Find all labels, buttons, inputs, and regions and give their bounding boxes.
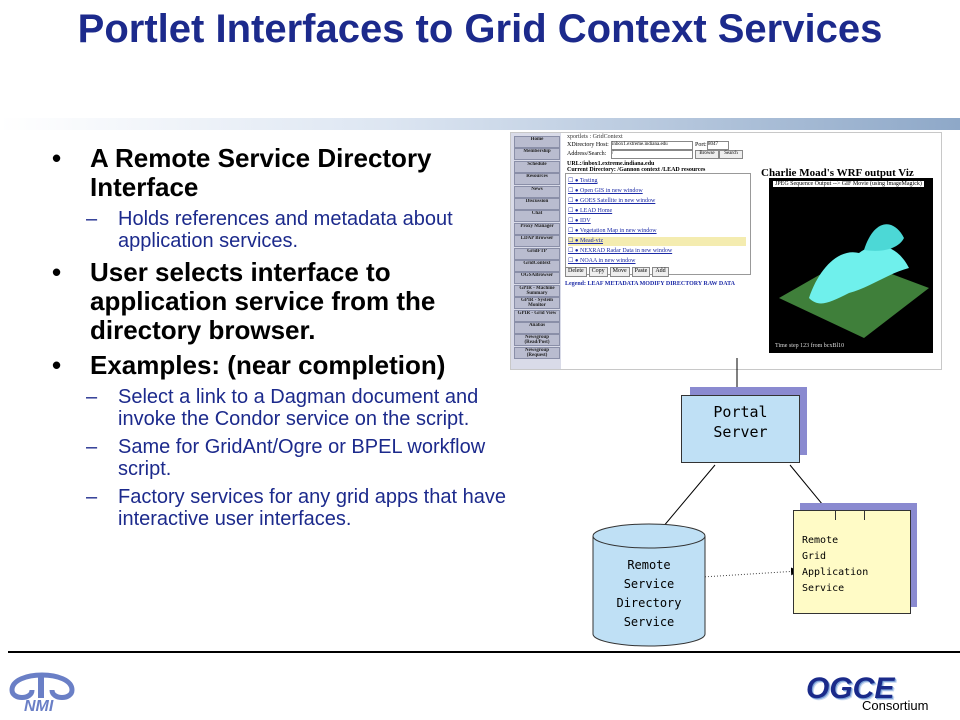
- arrow-directory-to-grid-app: [701, 567, 799, 578]
- nav-item[interactable]: News: [514, 185, 560, 198]
- sub-bullet-item: –Select a link to a Dagman document and …: [86, 386, 512, 430]
- nav-item[interactable]: Newsgroup (Read/Post): [514, 334, 560, 347]
- nav-item[interactable]: GPIR - Grid View: [514, 309, 560, 322]
- nav-item[interactable]: Home: [514, 136, 560, 148]
- nav-item[interactable]: LDAP Browser: [514, 235, 560, 248]
- nav-item[interactable]: Resources: [514, 173, 560, 186]
- viz-caption: JPEG Sequence Output --> GIF Movie (usin…: [773, 181, 924, 187]
- title-underline-bar: [0, 118, 960, 130]
- bullet-text: A Remote Service Directory Interface: [90, 143, 432, 202]
- nav-item[interactable]: Anabas: [514, 322, 560, 334]
- nav-item[interactable]: Chat: [514, 210, 560, 223]
- tree-item[interactable]: ☐ ● Mead-viz: [568, 237, 746, 246]
- host-input[interactable]: inbox1.extreme.indiana.edu: [611, 141, 693, 150]
- url-line: URL:/inbox1.extreme.indiana.edu: [567, 161, 655, 167]
- grid-app-box: Remote Grid Application Service: [793, 510, 911, 614]
- tree-item[interactable]: ☐ ● NEXRAD Radar Data in new window: [568, 248, 673, 254]
- browse-button[interactable]: Browse: [695, 150, 719, 159]
- address-label: Address/Search:: [567, 151, 607, 157]
- action-button[interactable]: Delete: [565, 267, 587, 277]
- viz-movie: JPEG Sequence Output --> GIF Movie (usin…: [769, 178, 933, 353]
- sub-bullet-item: –Holds references and metadata about app…: [86, 208, 512, 252]
- portlet-title: xportlets : GridContext: [567, 134, 623, 140]
- nav-item[interactable]: GridFTP: [514, 247, 560, 260]
- legend: Legend: LEAF METADATA MODIFY DIRECTORY R…: [565, 281, 736, 287]
- action-button[interactable]: Copy: [588, 267, 608, 277]
- bullet-item: •User selects interface to application s…: [52, 258, 512, 345]
- sub-bullet-text: Holds references and metadata about appl…: [118, 208, 453, 252]
- sub-bullet-item: –Factory services for any grid apps that…: [86, 486, 512, 530]
- slide-title: Portlet Interfaces to Grid Context Servi…: [77, 7, 883, 51]
- nav-item[interactable]: Discussion: [514, 198, 560, 210]
- sub-bullet-text: Same for GridAnt/Ogre or BPEL workflow s…: [118, 436, 486, 480]
- ogce-logo: OGCE: [806, 672, 895, 705]
- directory-label: Remote Service Directory Service: [616, 558, 682, 629]
- bullet-list: •A Remote Service Directory Interface –H…: [52, 138, 512, 531]
- bullet-item: •Examples: (near completion): [52, 350, 446, 380]
- nmi-logo-text: NMI: [24, 698, 54, 715]
- sub-bullet-text: Select a link to a Dagman document and i…: [118, 386, 479, 430]
- action-button[interactable]: Add: [652, 267, 669, 277]
- nav-item[interactable]: GridContext: [514, 260, 560, 272]
- nav-item[interactable]: Newsgroup (Request): [514, 346, 560, 359]
- nav-item[interactable]: GPIR - System Monitor: [514, 297, 560, 310]
- nav-item[interactable]: Proxy Manager: [514, 222, 560, 235]
- tree-item[interactable]: ☐ ● Vegetation Map in new window: [568, 228, 657, 234]
- port-input[interactable]: 8047: [707, 141, 729, 150]
- current-directory: Current Directory: /Gannon context /LEAD…: [567, 167, 706, 173]
- tree-item[interactable]: ☐ ● LEAD Home: [568, 208, 613, 214]
- tree-item[interactable]: ☐ ● GOES Satellite in new window: [568, 198, 656, 204]
- tree-item[interactable]: ☐ ● Testing: [568, 178, 598, 184]
- nav-item[interactable]: OGSABrowser: [514, 272, 560, 285]
- directory-cylinder: [592, 523, 706, 647]
- address-input[interactable]: /: [611, 150, 693, 159]
- tree-item[interactable]: ☐ ● Open GIS in new window: [568, 188, 643, 194]
- action-button[interactable]: Move: [609, 267, 630, 277]
- tree-item[interactable]: ☐ ● NOAA in new window: [568, 258, 636, 264]
- tree-item[interactable]: ☐ ● IDV: [568, 218, 591, 224]
- portal-server-box: Portal Server: [681, 395, 800, 463]
- nav-item[interactable]: Membership: [514, 148, 560, 161]
- bullet-item: •A Remote Service Directory Interface: [52, 144, 512, 202]
- host-label: XDirectory Host:: [567, 142, 609, 148]
- action-button[interactable]: Paste: [631, 267, 651, 277]
- consortium-label: Consortium: [862, 698, 929, 713]
- bullet-text: Examples: (near completion): [90, 350, 446, 380]
- bullet-text: User selects interface to application se…: [90, 257, 436, 345]
- port-label: Port:: [695, 142, 707, 148]
- sub-bullet-item: –Same for GridAnt/Ogre or BPEL workflow …: [86, 436, 512, 480]
- nav-item[interactable]: GPIR - Machine Summary: [514, 284, 560, 297]
- viz-timestep: Time step 123 from bcxBl10: [775, 343, 845, 349]
- footer-divider: [8, 651, 960, 653]
- search-button[interactable]: Search: [719, 150, 743, 159]
- nmi-logo: [9, 672, 75, 700]
- grid-app-tab: [835, 510, 865, 520]
- terrain-render: [779, 224, 929, 338]
- sub-bullet-text: Factory services for any grid apps that …: [118, 486, 506, 530]
- viz-title: Charlie Moad's WRF output Viz: [761, 167, 914, 179]
- nav-item[interactable]: Schedule: [514, 160, 560, 173]
